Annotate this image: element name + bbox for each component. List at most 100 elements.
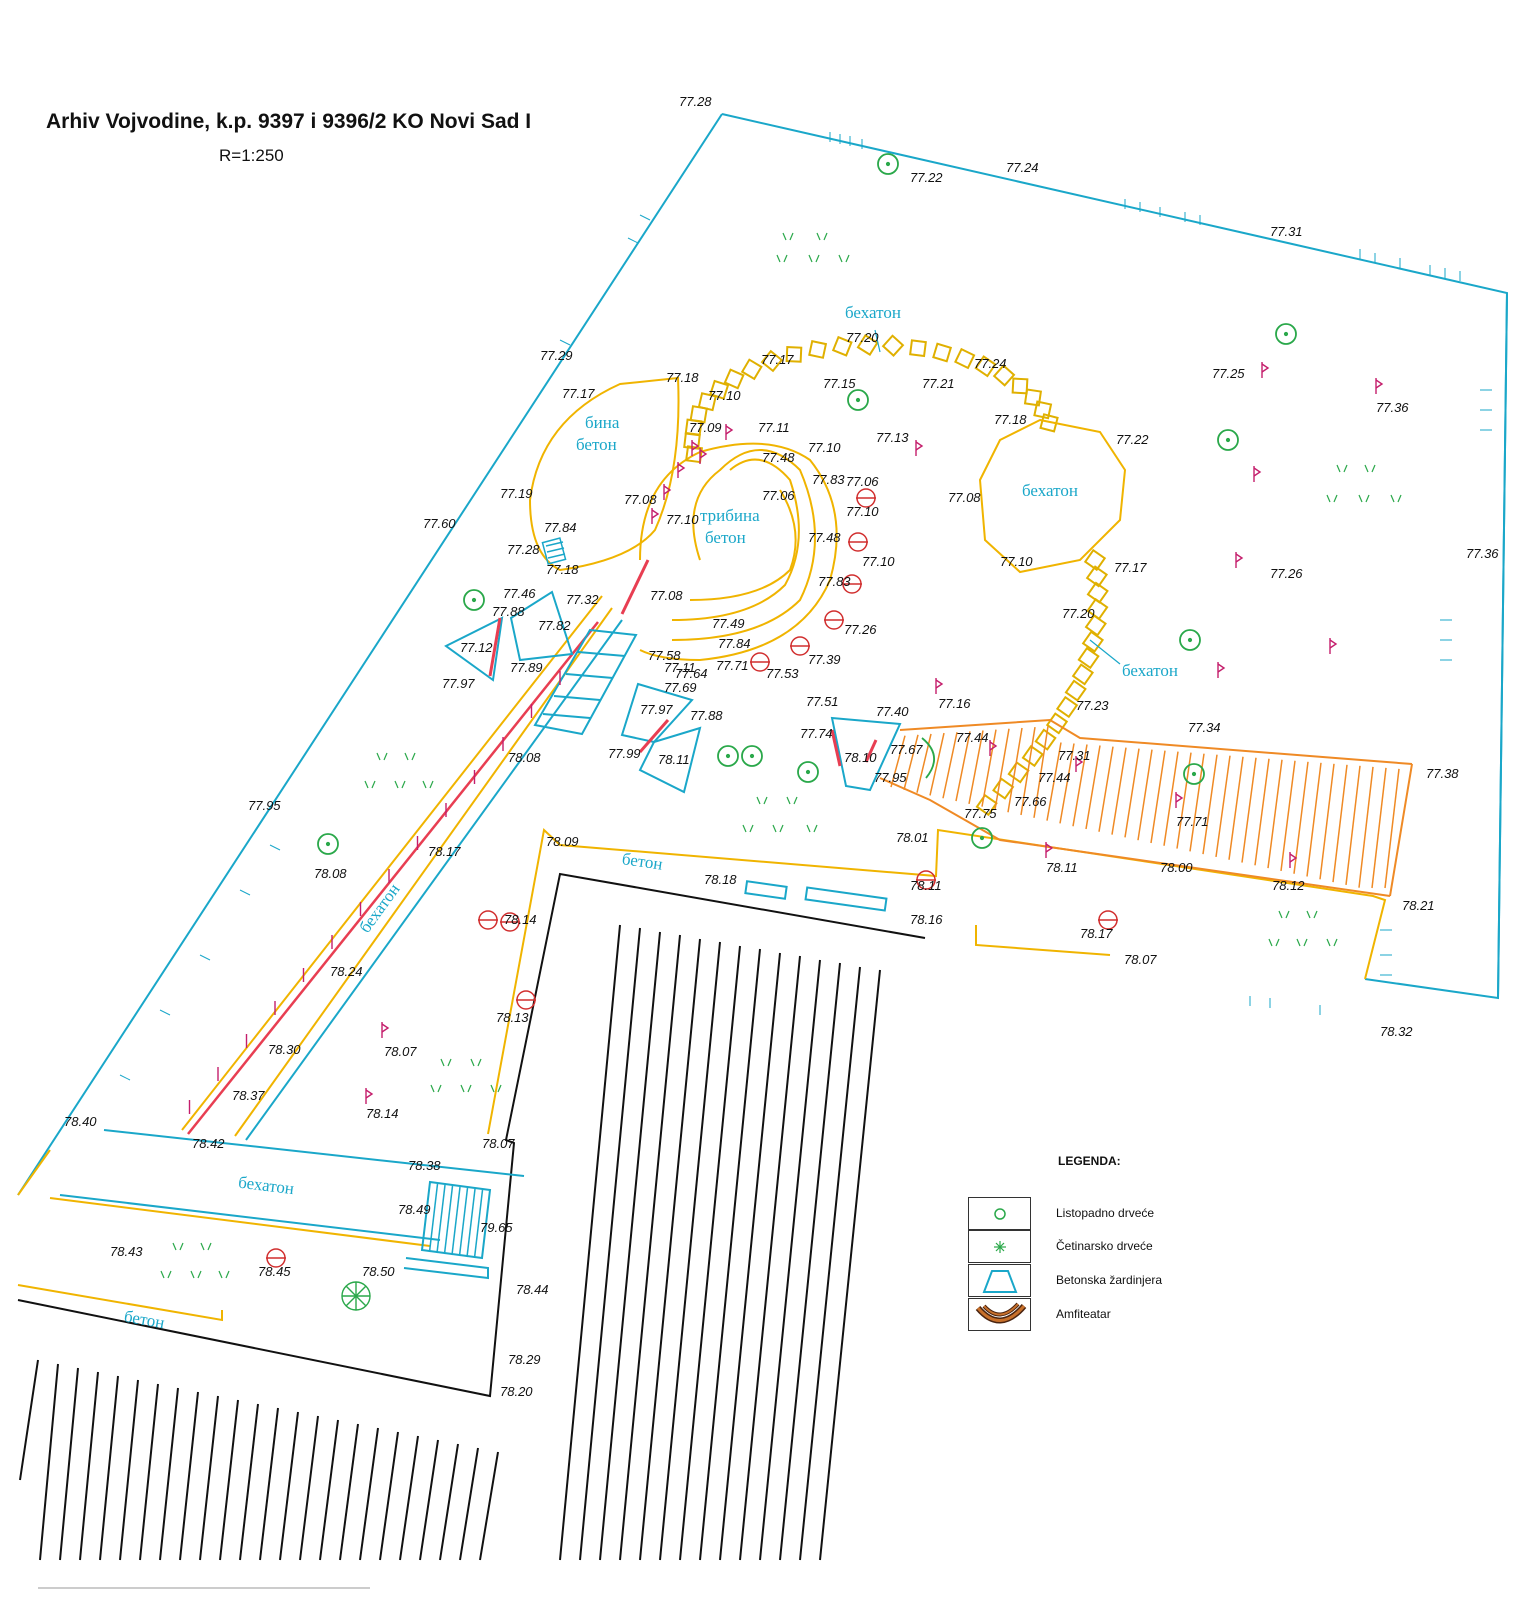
elevation: 77.32 [566,592,599,607]
label-stands-2: бетон [705,528,746,547]
page-title: Arhiv Vojvodine, k.p. 9397 i 9396/2 KO N… [46,110,532,133]
stair-tread [451,1186,461,1256]
elevation: 77.34 [1188,720,1221,735]
elevation: 78.30 [268,1042,301,1057]
boundary-ticks [119,132,1492,1081]
legend-label: Listopadno drveće [1056,1206,1155,1220]
elevation: 78.07 [482,1136,515,1151]
paver-block [1021,744,1044,768]
grass-mark [429,780,434,789]
lamp-flag [1289,853,1298,863]
elevation: 77.19 [500,486,533,501]
elevation: 77.69 [664,680,697,695]
elevation: 78.37 [232,1088,265,1103]
tree-trunk-dot [885,161,891,167]
elevation-labels: 77.28 77.22 77.24 77.31 77.29 77.17 77.1… [64,94,1499,1399]
tree-trunk-dot [749,753,755,759]
octagon-paving [978,418,1127,574]
grass-mark [447,1058,452,1067]
lamp-flag [725,425,734,435]
elevation: 77.22 [1116,432,1149,447]
elevation: 78.18 [704,872,737,887]
paver-block [856,334,879,357]
elevation: 77.06 [846,474,879,489]
grass-mark [1397,494,1402,503]
elevation: 77.10 [808,440,841,455]
elevation: 77.21 [922,376,955,391]
grass-mark [225,1270,230,1279]
elevation: 77.99 [608,746,641,761]
grass-mark [376,752,381,761]
grass-mark [1390,494,1395,503]
deciduous-tree-icon [717,745,739,767]
elevation: 77.66 [1014,794,1047,809]
elevation: 77.84 [544,520,577,535]
grass-mark [497,1084,502,1093]
elevation: 78.20 [500,1384,533,1399]
paver-block [697,392,717,412]
paver-block [954,347,976,370]
elevation: 78.01 [896,830,929,845]
elevation: 78.17 [1080,926,1113,941]
hatch-line [929,732,945,796]
grass-mark [197,1270,202,1279]
grass-mark [364,780,369,789]
elevation: 77.10 [846,504,879,519]
lamp-flag [663,485,672,495]
elevation: 77.15 [823,376,856,391]
paver-block [974,355,997,378]
deciduous-tree-icon [741,745,763,767]
paver-block [992,777,1015,800]
elevation: 77.60 [423,516,456,531]
elevation: 78.00 [1160,860,1193,875]
lamp-flag [677,463,686,473]
elevation: 77.11 [664,660,696,675]
elevation: 77.49 [712,616,745,631]
elevation: 78.21 [1402,898,1435,913]
legend-item-conifer: Četinarsko drveće [968,1230,1268,1264]
elevation: 77.20 [1062,606,1095,621]
hatch-line [1085,745,1101,830]
elevation: 77.28 [679,94,712,109]
elevation: 78.17 [428,844,461,859]
grass-mark [440,1058,445,1067]
elevation: 78.14 [366,1106,399,1121]
elevation: 77.82 [538,618,571,633]
grass-mark [460,1084,465,1093]
grass-mark [782,232,787,241]
elevation: 77.48 [808,530,841,545]
label-stage-1: бина [585,413,620,432]
paver-block [975,793,998,817]
elevation: 78.12 [1272,878,1305,893]
paver-block [1071,663,1095,686]
grass-mark [1336,464,1341,473]
elevation: 77.06 [762,488,795,503]
grass-mark [490,1084,495,1093]
hatch-line [968,730,984,804]
conifer-trees [266,488,1118,1268]
label-paver-top: бехатон [845,303,901,322]
elevation: 77.84 [718,636,751,651]
lamp-flag [1217,663,1226,673]
elevation: 77.31 [1270,224,1303,239]
stage-steps [541,537,567,565]
utility-boxes [744,880,888,912]
grass-mark [1333,494,1338,503]
grass-mark [1326,494,1331,503]
building-outline [17,872,926,1398]
grass-mark [783,254,788,263]
elevation: 78.08 [508,750,541,765]
lamp-flag [1235,553,1244,563]
hatch-line [1215,755,1231,858]
elevation: 77.67 [890,742,923,757]
elevation: 77.24 [1006,160,1039,175]
elevation: 77.53 [766,666,799,681]
tree-trunk-dot [1191,771,1197,777]
deciduous-tree-icon [971,827,993,849]
lamp-flag [1375,379,1384,389]
elevation: 78.13 [496,1010,529,1025]
label-paver-right: бехатон [1122,661,1178,680]
elevation: 78.49 [398,1202,431,1217]
tree-trunk-dot [1225,437,1231,443]
paver-block [932,342,953,363]
